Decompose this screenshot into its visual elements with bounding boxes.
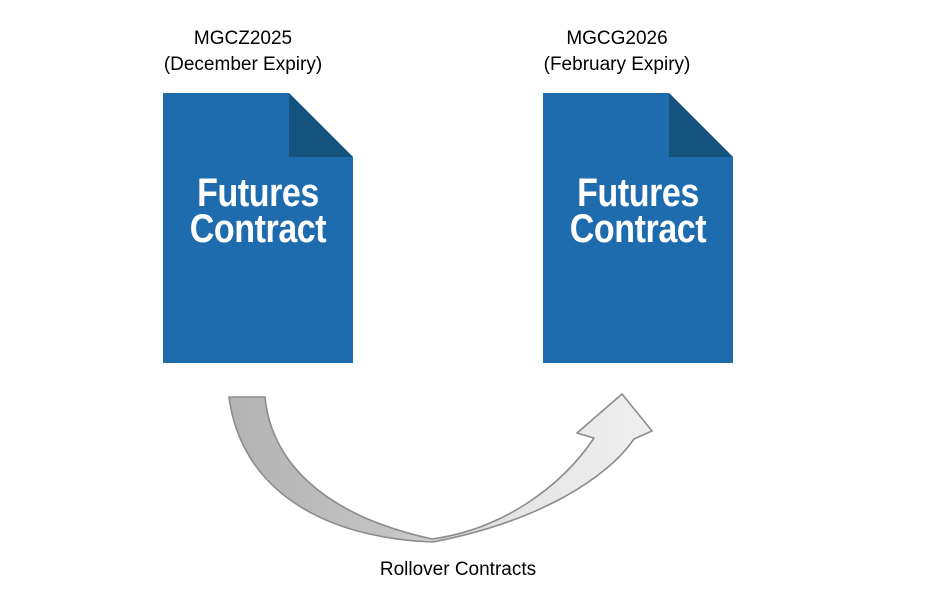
futures-contract-document-right: Futures Contract <box>543 93 733 363</box>
right-contract-label: MGCG2026 (February Expiry) <box>497 26 737 78</box>
document-title-line1: Futures <box>577 171 699 215</box>
rollover-curved-arrow-icon <box>228 393 653 543</box>
document-title: Futures Contract <box>177 171 339 251</box>
document-title-line1: Futures <box>197 171 319 215</box>
rollover-arrow-label: Rollover Contracts <box>379 559 537 580</box>
right-contract-expiry: (February Expiry) <box>543 54 691 75</box>
document-folded-corner-icon <box>669 93 733 157</box>
left-contract-expiry: (December Expiry) <box>163 54 323 75</box>
document-title-line2: Contract <box>569 207 707 251</box>
document-title-line2: Contract <box>189 207 327 251</box>
rollover-arrow-shape <box>228 393 653 543</box>
document-title: Futures Contract <box>557 171 719 251</box>
futures-contract-document-left: Futures Contract <box>163 93 353 363</box>
left-contract-code: MGCZ2025 <box>193 28 293 49</box>
right-contract-code: MGCG2026 <box>566 28 668 49</box>
document-folded-corner-icon <box>289 93 353 157</box>
left-contract-label: MGCZ2025 (December Expiry) <box>123 26 363 78</box>
